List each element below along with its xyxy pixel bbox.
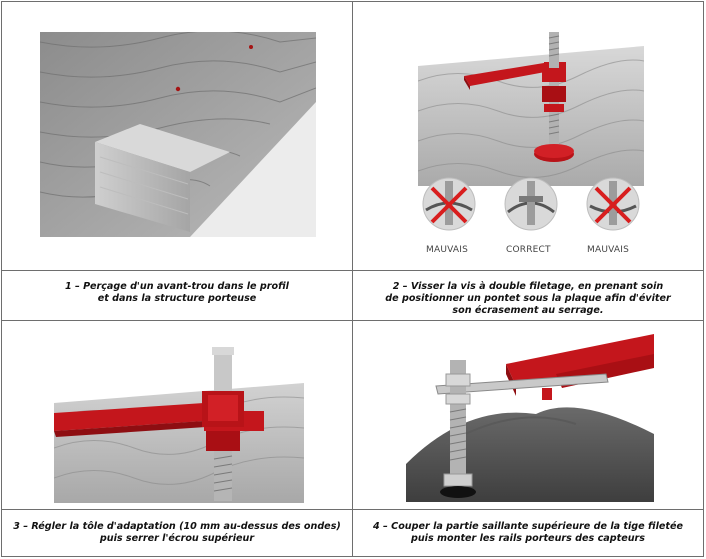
step-3-image [54, 343, 304, 503]
label-correct: CORRECT [506, 245, 551, 255]
step-3-caption: 3 – Régler la tôle d'adaptation (10 mm a… [13, 521, 341, 544]
step-2-image [418, 26, 644, 262]
row-divider [2, 509, 703, 510]
step-4-caption: 4 – Couper la partie saillante supérieur… [373, 521, 683, 544]
column-divider [352, 2, 353, 556]
step-2-caption: 2 – Visser la vis à double filetage, en … [385, 281, 671, 316]
row-divider [2, 320, 703, 321]
label-wrong-1: MAUVAIS [426, 245, 469, 255]
step-4-image [406, 334, 654, 502]
step-1-caption: 1 – Perçage d'un avant-trou dans le prof… [65, 281, 289, 304]
step-1-image [40, 32, 316, 237]
row-divider [2, 270, 703, 271]
label-wrong-2: MAUVAIS [587, 245, 630, 255]
